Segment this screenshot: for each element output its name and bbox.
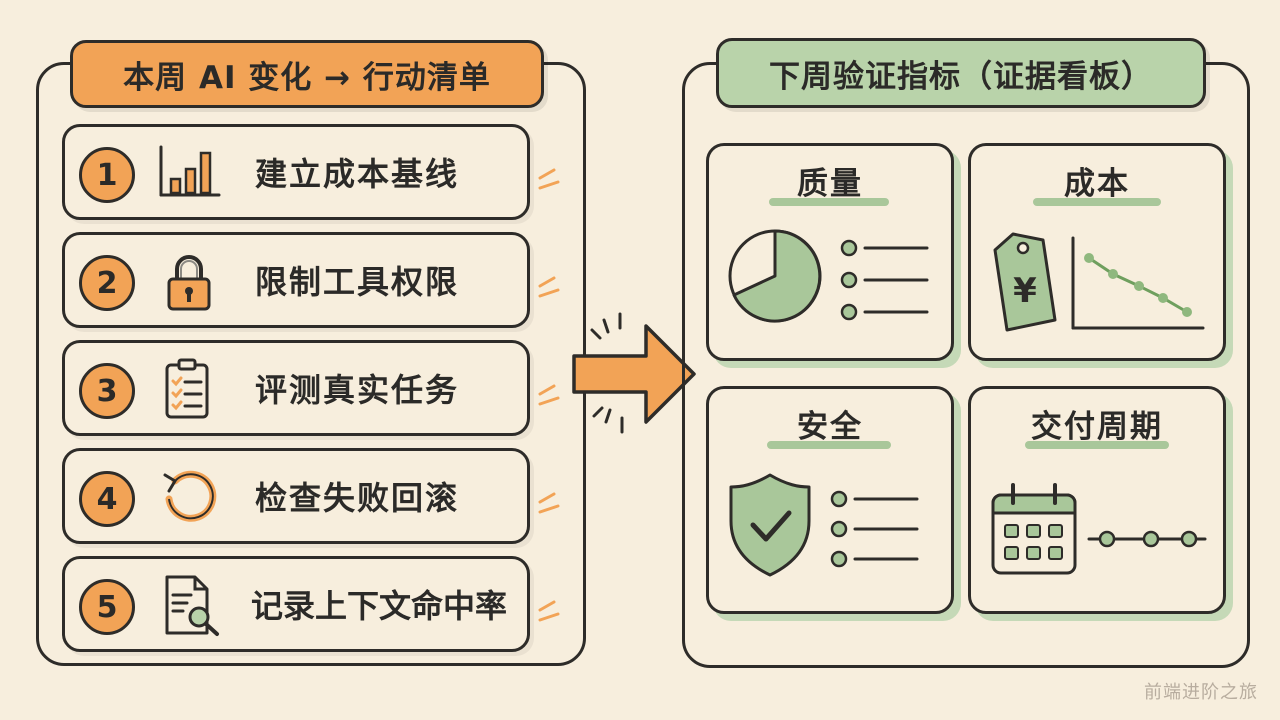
metric-card-quality[interactable]: 质量 — [706, 143, 954, 361]
task-label: 检查失败回滚 — [255, 479, 460, 517]
yen-price-tag-icon: ¥ — [993, 232, 1057, 332]
metric-title: 安全 — [797, 409, 863, 445]
metric-title: 成本 — [1064, 166, 1130, 202]
metric-card-cost[interactable]: 成本 ¥ — [968, 143, 1226, 361]
action-list-title: 本周 AI 变化 → 行动清单 — [70, 40, 544, 108]
metric-title: 交付周期 — [1031, 409, 1163, 445]
shield-check-icon — [729, 473, 811, 577]
title-underline — [1033, 198, 1161, 206]
metric-card-security[interactable]: 安全 — [706, 386, 954, 614]
task-label: 限制工具权限 — [255, 263, 460, 301]
task-item-real-task-eval[interactable]: 3 评测真实任务 — [62, 340, 530, 436]
task-label: 建立成本基线 — [255, 155, 460, 193]
document-search-icon — [165, 575, 219, 636]
lock-icon — [167, 255, 211, 311]
title-underline — [769, 198, 889, 206]
clipboard-checklist-icon — [165, 358, 209, 419]
pie-chart-icon — [728, 229, 822, 323]
task-number: 2 — [79, 255, 135, 311]
declining-line-chart-icon — [1071, 236, 1205, 330]
metrics-dashboard-title: 下周验证指标（证据看板） — [716, 38, 1206, 108]
watermark: 前端进阶之旅 — [1144, 682, 1258, 703]
task-item-failure-rollback[interactable]: 4 检查失败回滚 — [62, 448, 530, 544]
accent-mark — [538, 276, 560, 298]
svg-text:¥: ¥ — [1013, 271, 1037, 311]
task-number: 1 — [79, 147, 135, 203]
task-label: 评测真实任务 — [255, 371, 460, 409]
list-bullets-icon — [830, 490, 919, 568]
bar-chart-icon — [159, 145, 221, 197]
title-underline — [767, 441, 891, 449]
task-number: 4 — [79, 471, 135, 527]
task-item-context-hit-rate[interactable]: 5 记录上下文命中率 — [62, 556, 530, 652]
accent-mark — [538, 168, 560, 190]
title-underline — [1025, 441, 1169, 449]
list-bullets-icon — [840, 239, 929, 321]
calendar-icon — [991, 483, 1077, 575]
task-number: 3 — [79, 363, 135, 419]
metric-title: 质量 — [797, 166, 863, 202]
task-number: 5 — [79, 579, 135, 635]
metric-card-delivery-cycle[interactable]: 交付周期 — [968, 386, 1226, 614]
rollback-arrow-icon — [163, 470, 217, 522]
accent-mark — [538, 600, 560, 622]
transition-arrow — [572, 312, 696, 434]
accent-mark — [538, 492, 560, 514]
accent-mark — [538, 384, 560, 406]
task-item-tool-permissions[interactable]: 2 限制工具权限 — [62, 232, 530, 328]
task-label: 记录上下文命中率 — [251, 587, 508, 625]
task-item-cost-baseline[interactable]: 1 建立成本基线 — [62, 124, 530, 220]
timeline-icon — [1087, 530, 1207, 548]
